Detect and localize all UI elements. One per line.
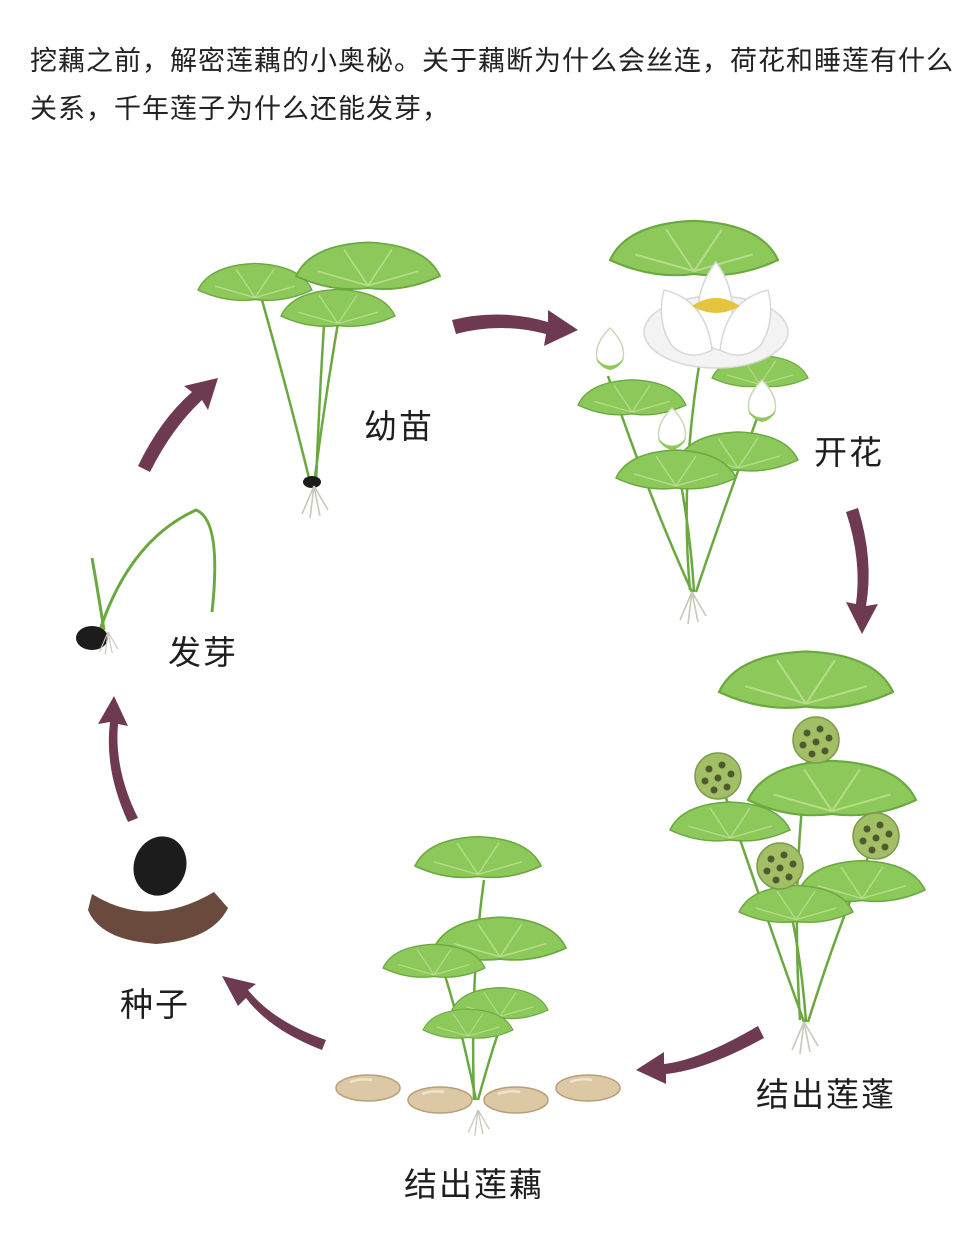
seedpod-illustration (669, 650, 926, 1055)
white-lotus-bloom (643, 260, 789, 369)
stage-label-seedling: 幼苗 (364, 407, 434, 446)
sprout-illustration (76, 508, 217, 655)
stage-label-seed: 种子 (120, 985, 190, 1024)
seedling-illustration (197, 241, 441, 519)
stage-label-seedpod: 结出莲蓬 (756, 1075, 896, 1114)
stage-label-sprout: 发芽 (168, 633, 238, 672)
stage-label-flowering: 开花 (814, 433, 884, 472)
lotus-flower-illustration (577, 219, 809, 625)
intro-text: 挖藕之前，解密莲藕的小奥秘。关于藕断为什么会丝连，荷花和睡莲有什么关系，千年莲子… (30, 46, 954, 125)
stage-label-lotus-root: 结出莲藕 (404, 1165, 544, 1204)
seed-illustration (88, 836, 228, 944)
lotus-root-illustration (334, 835, 622, 1137)
cycle-arrows (98, 310, 878, 1084)
